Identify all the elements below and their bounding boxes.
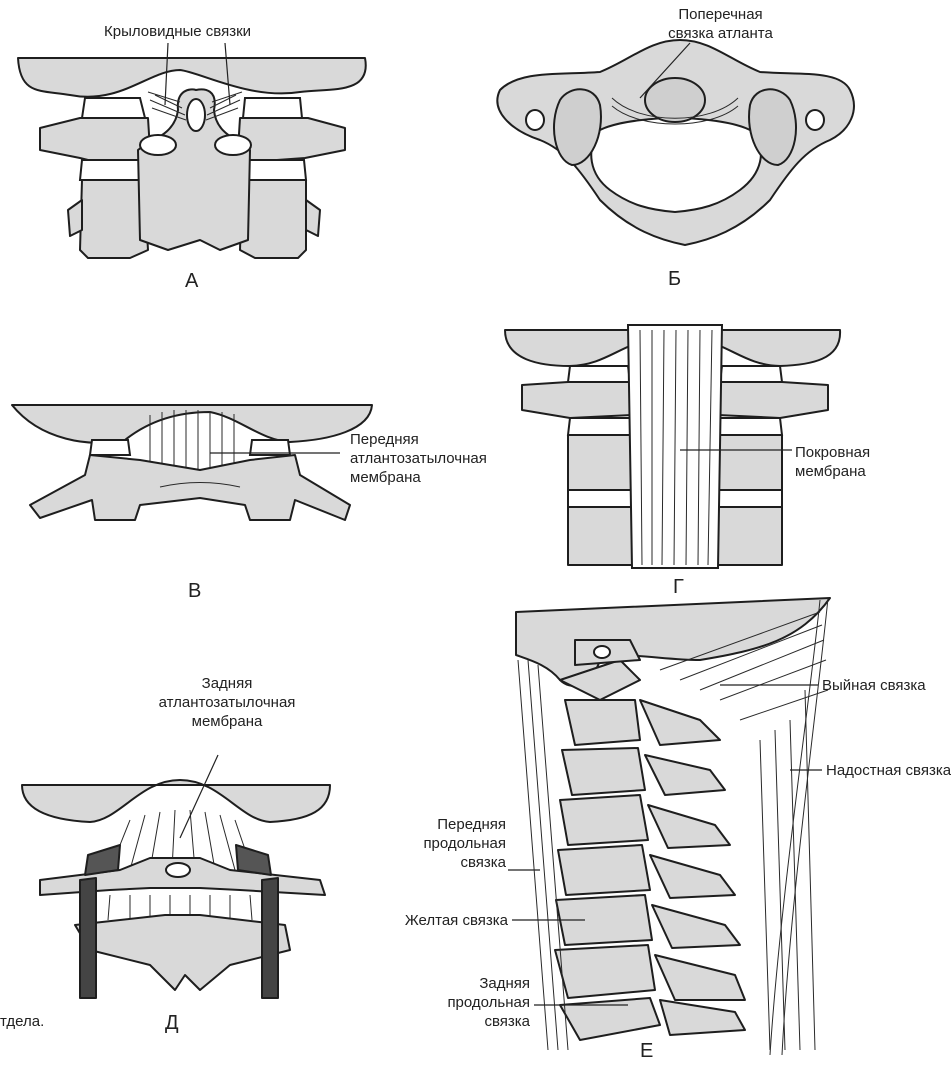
posterior-longitudinal-label-line1: Задняя <box>430 974 530 993</box>
ligamentum-flavum-label: Желтая связка <box>380 911 508 930</box>
panel-letter-e: Е <box>640 1040 653 1062</box>
alar-ligaments-label: Крыловидные связки <box>104 22 251 41</box>
tectorial-membrane-label-line1: Покровная <box>795 443 870 462</box>
caption-fragment: тдела. <box>0 1012 44 1031</box>
panel-g-drawing <box>505 325 840 568</box>
transverse-ligament-label-line2: связка атланта <box>648 24 793 43</box>
transverse-ligament-label-line1: Поперечная <box>648 5 793 24</box>
panel-e-drawing <box>516 598 830 1055</box>
anterior-membrane-label-line2: атлантозатылочная <box>350 449 487 468</box>
posterior-membrane-label-line3: мембрана <box>152 712 302 731</box>
anterior-atlanto-occipital-membrane-label: Передняя атлантозатылочная мембрана <box>350 430 487 487</box>
supraspinous-ligament-label: Надостная связка <box>826 761 951 780</box>
anterior-longitudinal-ligament-label: Передняя продольная связка <box>406 815 506 872</box>
anterior-longitudinal-label-line1: Передняя <box>406 815 506 834</box>
panel-letter-d: Д <box>165 1012 179 1034</box>
panel-d-drawing <box>22 780 330 998</box>
tectorial-membrane-label: Покровная мембрана <box>795 443 870 481</box>
nuchal-ligament-label: Выйная связка <box>822 676 926 695</box>
panel-letter-g: Г <box>673 576 684 598</box>
transverse-ligament-label: Поперечная связка атланта <box>648 5 793 43</box>
panel-letter-a: А <box>185 270 198 292</box>
panel-letter-v: В <box>188 580 201 602</box>
posterior-longitudinal-label-line3: связка <box>430 1012 530 1031</box>
panel-letter-b: Б <box>668 268 681 290</box>
anterior-longitudinal-label-line2: продольная <box>406 834 506 853</box>
panel-a-drawing <box>18 58 366 258</box>
anterior-membrane-label-line3: мембрана <box>350 468 487 487</box>
panel-v-drawing <box>12 405 372 520</box>
posterior-membrane-label-line2: атлантозатылочная <box>152 693 302 712</box>
posterior-longitudinal-label-line2: продольная <box>430 993 530 1012</box>
posterior-longitudinal-ligament-label: Задняя продольная связка <box>430 974 530 1031</box>
anterior-longitudinal-label-line3: связка <box>406 853 506 872</box>
tectorial-membrane-label-line2: мембрана <box>795 462 870 481</box>
posterior-membrane-label-line1: Задняя <box>152 674 302 693</box>
panel-b-drawing <box>497 40 854 245</box>
posterior-atlanto-occipital-membrane-label: Задняя атлантозатылочная мембрана <box>152 674 302 731</box>
anterior-membrane-label-line1: Передняя <box>350 430 487 449</box>
